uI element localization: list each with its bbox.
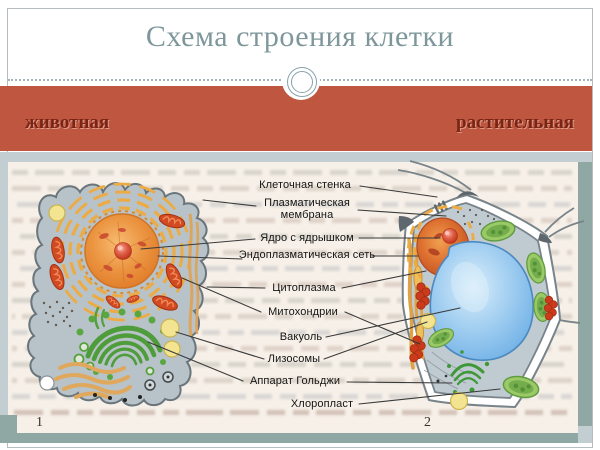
label-lysosomes: Лизосомы xyxy=(267,353,321,365)
panel-number-animal: 1 xyxy=(36,415,43,430)
label-mitochondria: Митохондрии xyxy=(268,306,338,318)
label-vacuole: Вакуоль xyxy=(279,331,323,343)
page-edge-bottom xyxy=(0,433,578,443)
panel-number-plant: 2 xyxy=(424,415,431,430)
divider-ornament-ring xyxy=(291,71,313,93)
label-cell-wall: Клеточная стенка xyxy=(259,179,351,191)
slide-title: Схема строения клетки xyxy=(145,20,455,53)
page-edge-corner xyxy=(0,415,17,433)
cell-type-plant-heading: растительная xyxy=(456,112,574,133)
animal-cell-drawing xyxy=(27,182,210,407)
cell-type-animal-heading: животная xyxy=(25,112,110,133)
page-edge-right xyxy=(578,162,592,426)
label-cytoplasm: Цитоплазма xyxy=(272,282,336,294)
plant-cell-drawing xyxy=(397,160,585,411)
label-plasma-membrane: Плазматическая мембрана xyxy=(264,197,350,221)
leader-lines xyxy=(140,185,501,405)
bleedthrough-text-decoration xyxy=(0,152,592,443)
label-endoplasmic-reticulum: Эндоплазматическая сеть xyxy=(238,249,376,261)
label-chloroplast: Хлоропласт xyxy=(290,398,354,410)
label-golgi-apparatus: Аппарат Гольджи xyxy=(249,375,341,387)
label-nucleus-with-nucleolus: Ядро с ядрышком xyxy=(260,232,354,244)
